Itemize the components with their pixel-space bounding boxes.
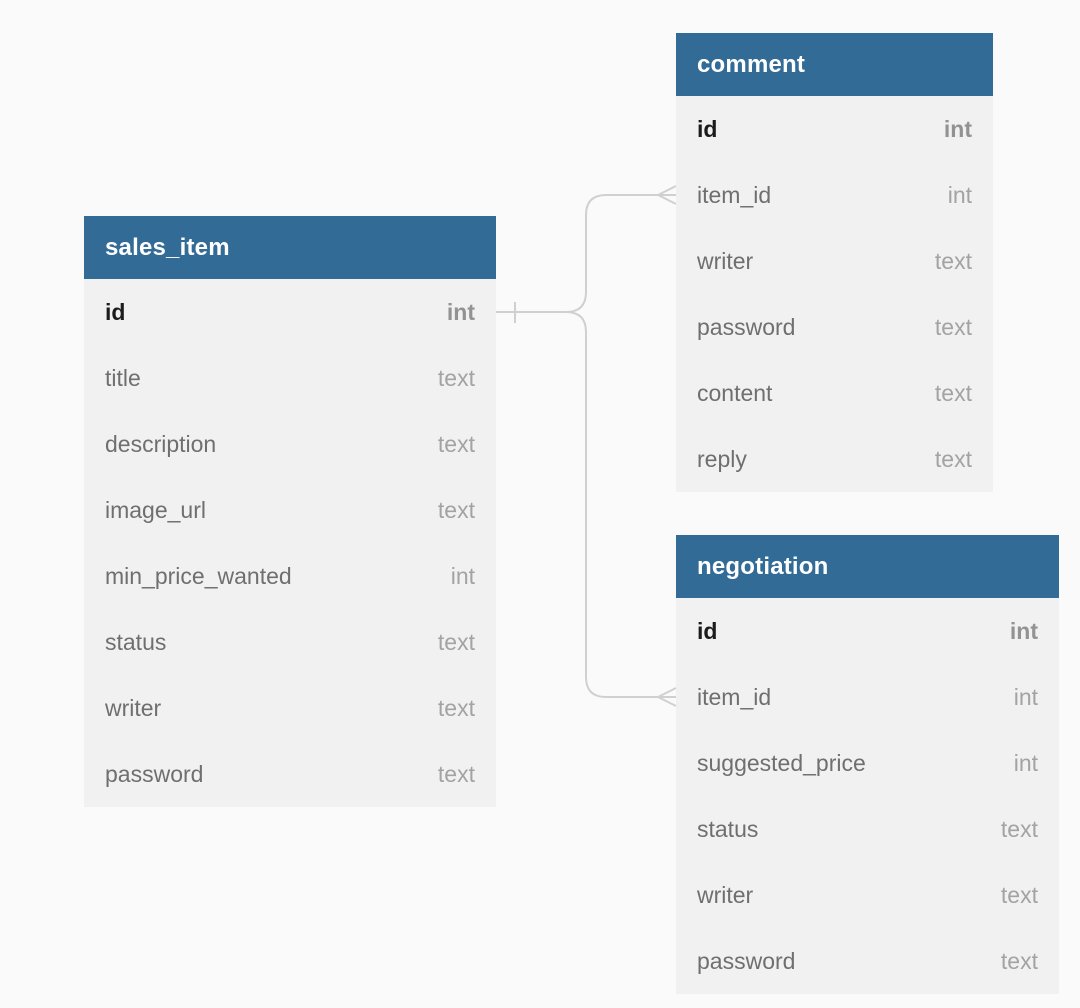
column-type: int (1009, 617, 1038, 644)
relationship-sales_item-negotiation (496, 302, 677, 707)
column-name: id (697, 115, 718, 142)
table-sales_item[interactable]: sales_item id int title text description… (84, 216, 496, 807)
column-type: int (1013, 683, 1038, 710)
column-row[interactable]: status text (84, 609, 496, 675)
column-row[interactable]: content text (676, 360, 993, 426)
column-name: title (105, 364, 141, 391)
column-type: text (437, 628, 475, 655)
column-name: status (697, 815, 759, 842)
column-name: writer (697, 881, 754, 908)
column-name: suggested_price (697, 749, 866, 776)
column-name: status (105, 628, 167, 655)
column-type: text (437, 694, 475, 721)
table-header[interactable]: comment (676, 33, 993, 96)
table-header[interactable]: sales_item (84, 216, 496, 279)
column-row[interactable]: id int (676, 598, 1059, 664)
column-row[interactable]: id int (676, 96, 993, 162)
column-type: text (437, 364, 475, 391)
column-row[interactable]: suggested_price int (676, 730, 1059, 796)
table-body: id int title text description text image… (84, 279, 496, 807)
column-type: int (943, 115, 972, 142)
column-row[interactable]: reply text (676, 426, 993, 492)
column-name: content (697, 379, 773, 406)
column-row[interactable]: item_id int (676, 664, 1059, 730)
column-type: text (437, 430, 475, 457)
column-name: image_url (105, 496, 206, 523)
column-type: text (934, 313, 972, 340)
table-comment[interactable]: comment id int item_id int writer text p… (676, 33, 993, 492)
table-title: negotiation (697, 552, 829, 580)
column-name: id (105, 298, 126, 325)
column-name: password (697, 313, 796, 340)
column-row[interactable]: password text (676, 928, 1059, 994)
column-name: item_id (697, 181, 772, 208)
column-type: text (1000, 881, 1038, 908)
column-name: password (697, 947, 796, 974)
column-type: int (947, 181, 972, 208)
column-row[interactable]: min_price_wanted int (84, 543, 496, 609)
column-name: id (697, 617, 718, 644)
column-name: writer (697, 247, 754, 274)
column-type: int (1013, 749, 1038, 776)
table-body: id int item_id int writer text password … (676, 96, 993, 492)
column-name: min_price_wanted (105, 562, 292, 589)
column-name: item_id (697, 683, 772, 710)
table-negotiation[interactable]: negotiation id int item_id int suggested… (676, 535, 1059, 994)
column-type: text (934, 445, 972, 472)
column-type: text (437, 760, 475, 787)
column-row[interactable]: item_id int (676, 162, 993, 228)
column-type: text (934, 379, 972, 406)
table-header[interactable]: negotiation (676, 535, 1059, 598)
column-row[interactable]: writer text (84, 675, 496, 741)
column-name: password (105, 760, 204, 787)
column-type: text (437, 496, 475, 523)
table-title: sales_item (105, 233, 230, 261)
column-name: writer (105, 694, 162, 721)
column-type: text (1000, 947, 1038, 974)
table-body: id int item_id int suggested_price int s… (676, 598, 1059, 994)
column-row[interactable]: image_url text (84, 477, 496, 543)
column-type: text (934, 247, 972, 274)
column-row[interactable]: id int (84, 279, 496, 345)
column-name: description (105, 430, 217, 457)
column-row[interactable]: password text (676, 294, 993, 360)
column-name: reply (697, 445, 747, 472)
table-title: comment (697, 50, 806, 78)
column-row[interactable]: password text (84, 741, 496, 807)
column-row[interactable]: title text (84, 345, 496, 411)
column-row[interactable]: writer text (676, 228, 993, 294)
column-type: text (1000, 815, 1038, 842)
column-type: int (446, 298, 475, 325)
column-row[interactable]: status text (676, 796, 1059, 862)
column-type: int (450, 562, 475, 589)
column-row[interactable]: description text (84, 411, 496, 477)
column-row[interactable]: writer text (676, 862, 1059, 928)
relationship-sales_item-comment (496, 185, 677, 323)
